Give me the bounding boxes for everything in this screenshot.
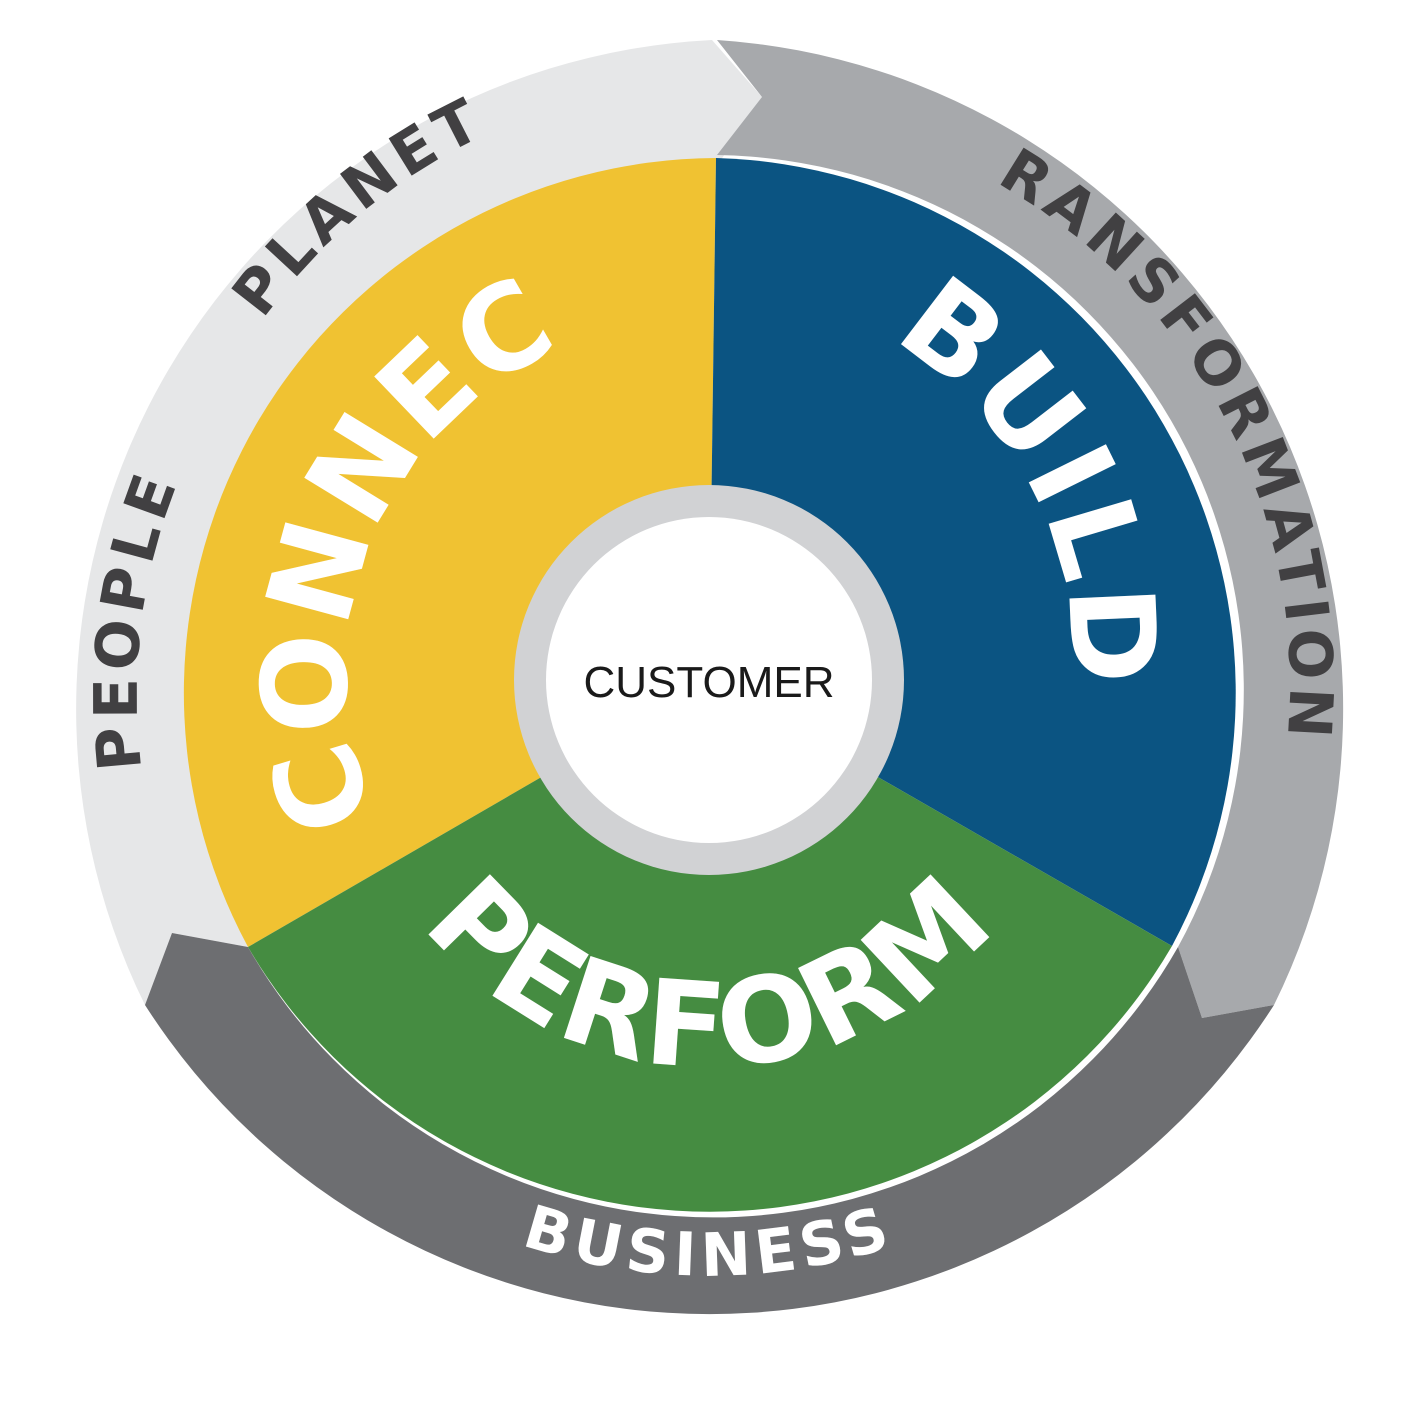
ring-band-transformation <box>717 40 1344 1018</box>
segment-perform <box>248 680 1172 1212</box>
ring-band-people-planet <box>76 40 763 1005</box>
customer-label: CUSTOMER <box>584 658 835 707</box>
center-circle <box>546 517 872 843</box>
ring-band-business <box>145 933 1274 1315</box>
